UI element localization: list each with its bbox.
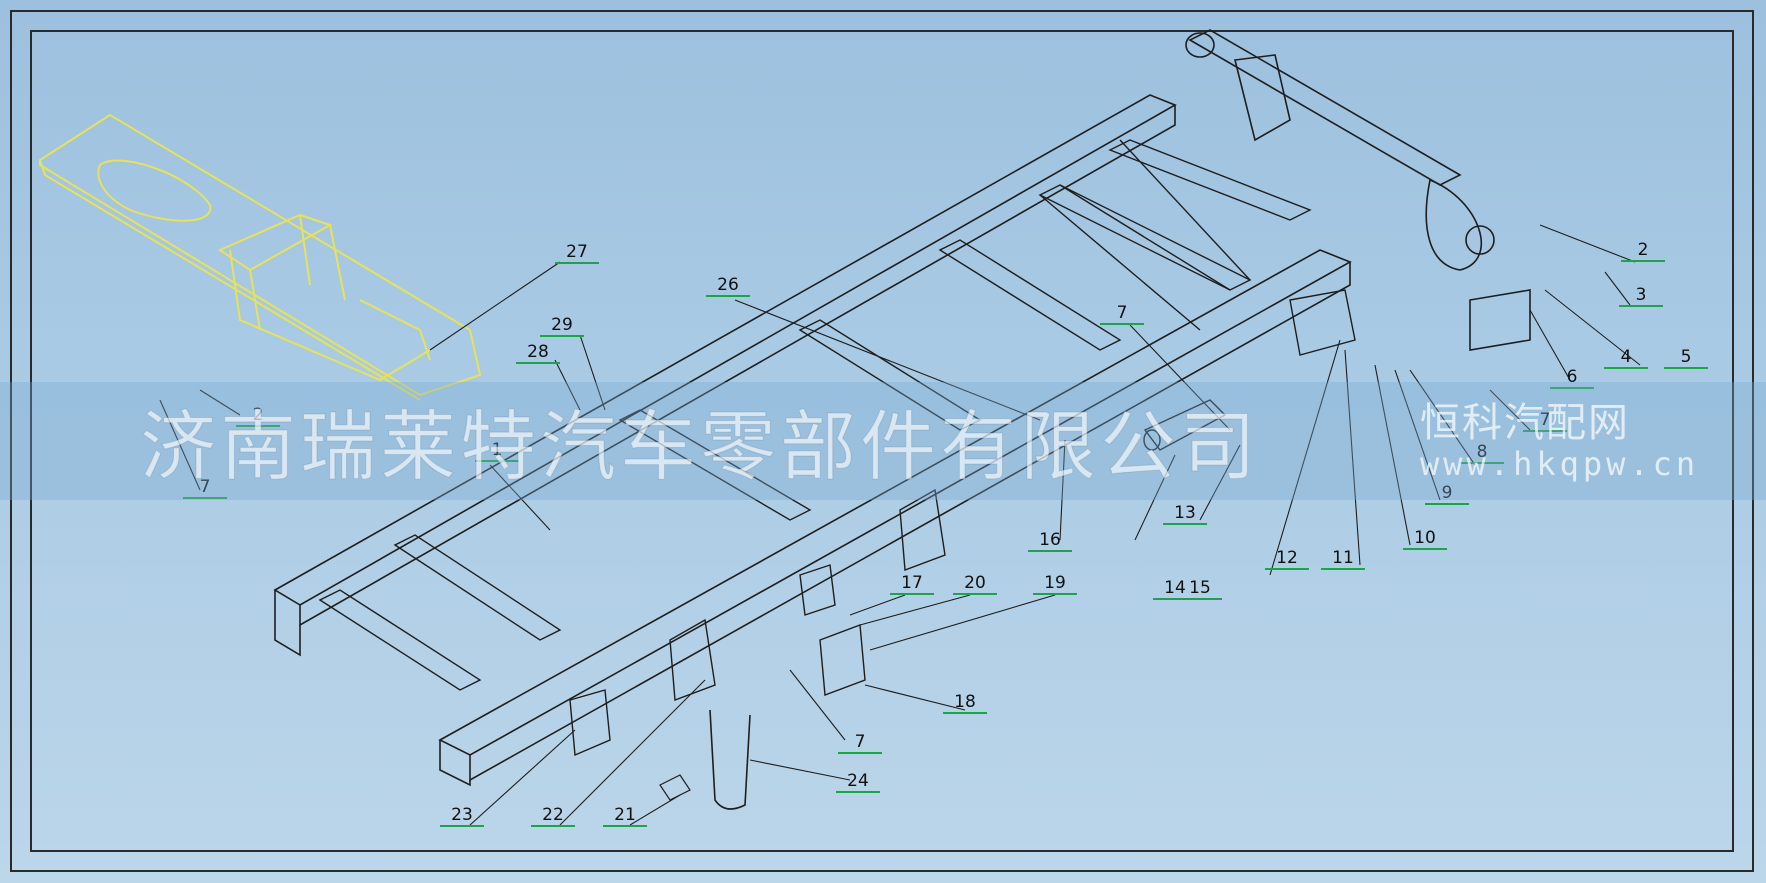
callout-number: 2 <box>253 405 264 425</box>
callout-number: 24 <box>847 771 869 791</box>
callout-number: 1 <box>492 440 503 460</box>
callout-number: 4 <box>1621 347 1632 367</box>
main-frame-rails <box>273 94 1352 787</box>
watermark-band <box>0 382 1766 500</box>
watermark-site-name: 恒科汽配网 <box>1420 400 1630 446</box>
cross-members <box>318 139 1312 691</box>
callout-number: 7 <box>1117 303 1128 323</box>
spring-hangers <box>569 289 1356 757</box>
callout-number: 17 <box>901 573 923 593</box>
callout-number: 11 <box>1332 548 1354 568</box>
callout-number: 22 <box>542 805 564 825</box>
outer-border <box>10 10 1754 872</box>
callout-number: 2 <box>1638 240 1649 260</box>
callout-number: 7 <box>1540 410 1551 430</box>
callout-number: 13 <box>1174 503 1196 523</box>
leader-lines <box>159 224 1641 826</box>
callout-number: 21 <box>614 805 636 825</box>
callout-number: 18 <box>954 692 976 712</box>
callout-number: 7 <box>200 477 211 497</box>
callout-number: 10 <box>1414 528 1436 548</box>
callout-number: 9 <box>1442 483 1453 503</box>
callout-number: 23 <box>451 805 473 825</box>
rear-axle-assembly <box>1185 29 1531 351</box>
callout-number: 15 <box>1189 578 1211 598</box>
callout-number: 14 <box>1164 578 1186 598</box>
watermark-site-url: www.hkqpw.cn <box>1420 445 1700 483</box>
callout-number: 19 <box>1044 573 1066 593</box>
callout-number: 8 <box>1477 442 1488 462</box>
callout-number: 12 <box>1276 548 1298 568</box>
callout-number: 7 <box>855 732 866 752</box>
callout-number: 27 <box>566 242 588 262</box>
rear-tube-part-16 <box>1143 399 1227 451</box>
callout-number: 28 <box>527 342 549 362</box>
callout-number: 26 <box>717 275 739 295</box>
callout-number: 20 <box>964 573 986 593</box>
extension-frame-part-27 <box>39 113 482 401</box>
watermark-company: 济南瑞莱特汽车零部件有限公司 <box>140 402 1260 492</box>
callout-number: 6 <box>1567 367 1578 387</box>
callout-number: 16 <box>1039 530 1061 550</box>
u-bolt-part-21 <box>709 709 751 810</box>
inner-border <box>30 30 1734 852</box>
callout-number: 5 <box>1681 347 1692 367</box>
callout-number: 3 <box>1636 285 1647 305</box>
small-plate-part-22 <box>659 774 691 801</box>
callout-number: 29 <box>551 315 573 335</box>
